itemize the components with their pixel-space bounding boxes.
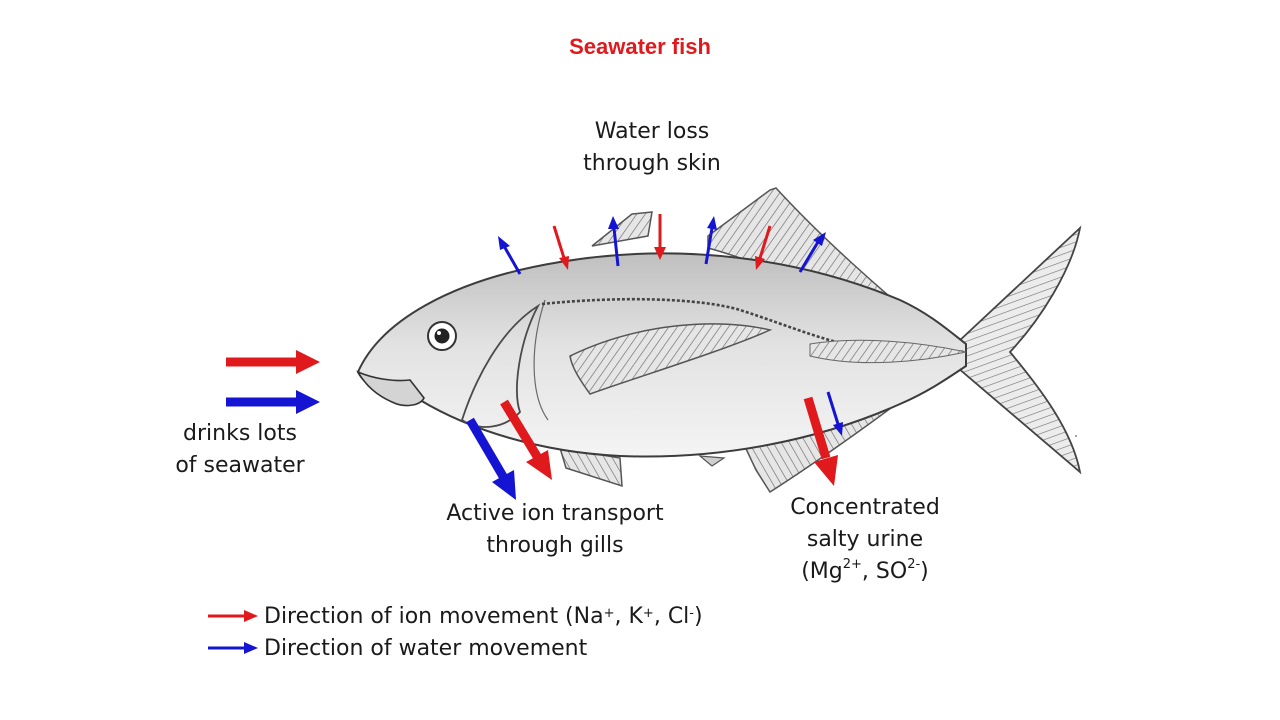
urine-label-line-1: Concentrated [790, 495, 940, 520]
gills-label-line-1: Active ion transport [446, 501, 664, 526]
legend-ion-text: Direction of ion movement (Na [264, 603, 604, 629]
drinks-label-line-2: of seawater [175, 453, 305, 478]
gills-label: Active ion transport through gills [425, 498, 685, 562]
urine-ions-mg: (Mg [801, 559, 843, 584]
urine-ions-line: (Mg2+, SO2-) [765, 556, 965, 588]
pectoral-fin [569, 323, 773, 395]
urine-water-arrow [826, 391, 843, 436]
legend-water-arrow-icon [208, 642, 258, 654]
legend-water-text: Direction of water movement [264, 635, 588, 661]
skin-water-arrow-2 [608, 216, 620, 267]
first-dorsal-fin [591, 211, 653, 247]
skin-label: Water loss through skin [552, 116, 752, 180]
gill-ion-arrow [500, 399, 552, 480]
skin-water-arrow-1 [498, 236, 522, 275]
skin-ion-arrow-3 [755, 225, 772, 270]
drinks-label: drinks lots of seawater [160, 418, 320, 482]
urine-ion-arrow [803, 396, 838, 486]
skin-ion-arrow-2 [654, 214, 666, 260]
legend-water: Direction of water movement [208, 631, 587, 665]
urine-ions-so: , SO [861, 559, 908, 584]
gill-water-arrow [466, 417, 516, 500]
skin-label-line-2: through skin [583, 151, 721, 176]
tail-fin [957, 225, 1082, 475]
skin-water-arrow-4 [798, 232, 826, 273]
legend-ion-arrow-icon [208, 610, 258, 622]
skin-water-arrow-3 [704, 216, 717, 265]
urine-ions-close: ) [920, 559, 929, 584]
drink-water-arrow [226, 390, 320, 414]
diagram-title: Seawater fish [569, 34, 711, 59]
drinks-label-line-1: drinks lots [183, 421, 297, 446]
urine-ions-mg-charge: 2+ [842, 556, 862, 572]
urine-label-line-2: salty urine [806, 527, 924, 552]
legend-ion: Direction of ion movement (Na+, K+, Cl- … [208, 599, 703, 633]
urine-ions-so-charge: 2- [907, 556, 921, 572]
fish-mouth [356, 370, 425, 407]
gill-cover [460, 303, 541, 428]
ventral-spines [698, 455, 726, 467]
skin-label-line-1: Water loss [594, 119, 710, 144]
skin-ion-arrow-1 [552, 225, 569, 270]
urine-label: Concentrated salty urine (Mg2+, SO2-) [765, 492, 965, 588]
legend-ion-close: ) [694, 603, 703, 629]
gills-label-line-2: through gills [486, 533, 624, 558]
drink-ion-arrow [226, 350, 320, 374]
legend-ion-k: , K [614, 603, 643, 629]
legend-ion-cl: , Cl [653, 603, 690, 629]
